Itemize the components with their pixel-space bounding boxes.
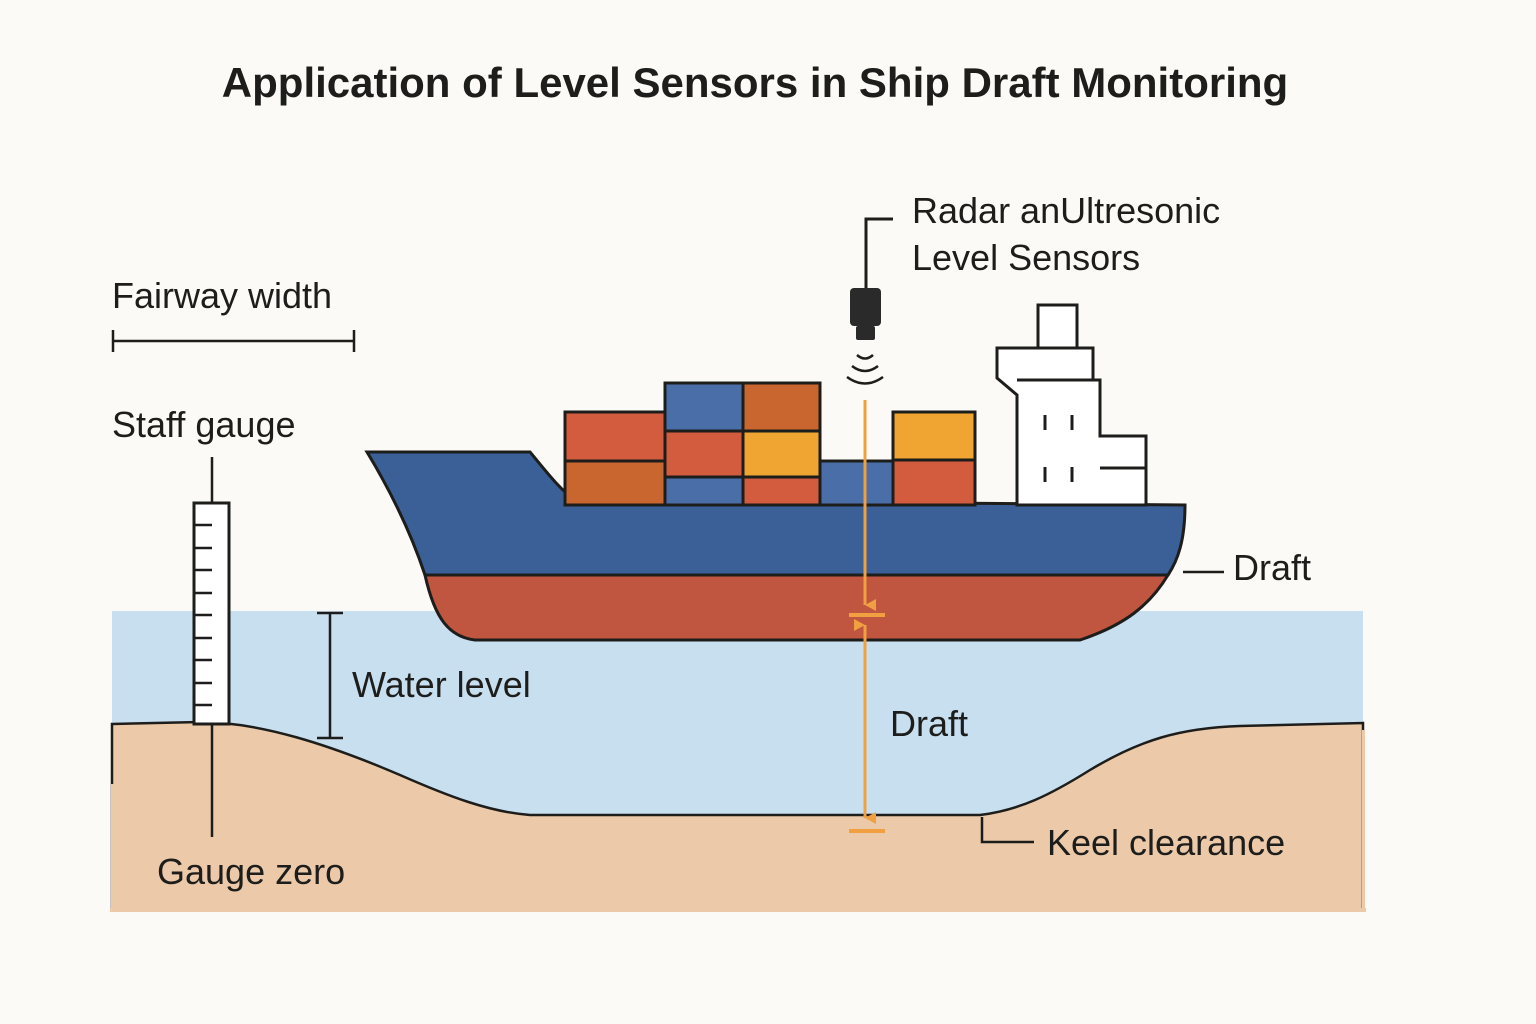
container [741,429,822,479]
container [663,381,745,433]
gauge-zero-label: Gauge zero [157,851,345,892]
container [663,475,745,507]
container [563,459,667,507]
container [891,458,977,507]
container [891,410,977,462]
hull-upper [364,450,1187,577]
water-level-dimension [317,611,343,740]
seabed-edge-right [1362,730,1365,912]
container [663,429,745,479]
staff-gauge-label: Staff gauge [112,404,296,445]
sensor-icon [850,217,893,340]
sensor-body [850,288,881,326]
funnel [1036,303,1079,350]
container [741,475,822,507]
sensor-head [856,326,875,340]
signal-waves-icon [846,354,884,385]
sensor-label-line1: Radar anUltresonic [912,190,1220,231]
fairway-width-label: Fairway width [112,275,332,316]
water-level-label: Water level [352,664,531,705]
container [563,410,667,463]
ship-superstructure [995,303,1148,507]
staff-gauge [192,501,231,726]
sensor-label-line2: Level Sensors [912,237,1140,278]
seabed-edge-left [111,784,114,912]
staff-gauge-ticks [194,523,212,707]
keel-clearance-label: Keel clearance [1047,822,1285,863]
sensor-leader-line [864,217,893,288]
container [741,381,822,433]
seabed-edge-bottom [110,908,1366,912]
draft-center-label: Draft [890,703,968,744]
hull-lower [423,573,1171,642]
container [818,459,895,507]
seabed [110,720,1365,912]
page-title: Application of Level Sensors in Ship Dra… [222,59,1288,106]
container-stack [563,381,977,507]
keel-clearance-leader [980,817,1034,844]
fairway-width-bar [111,330,356,352]
draft-right-label: Draft [1233,547,1311,588]
